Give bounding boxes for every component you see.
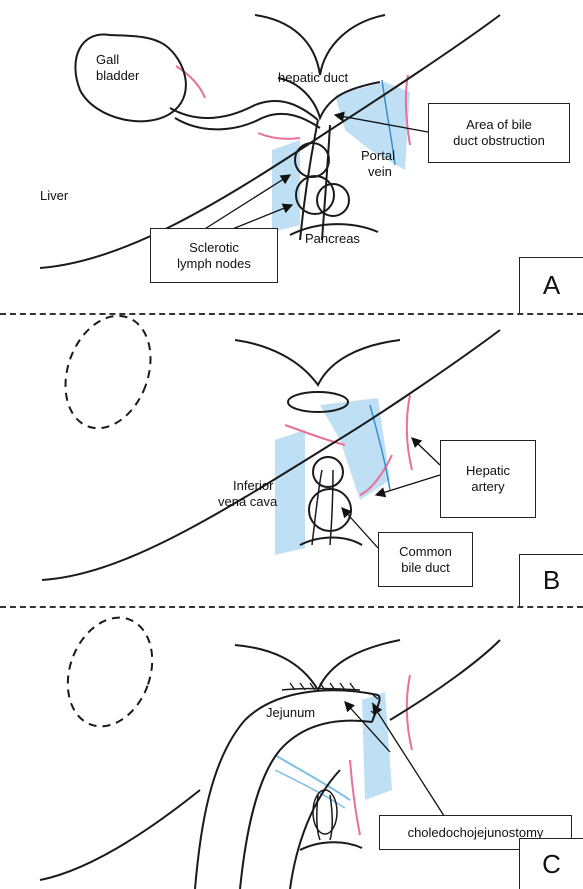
callout-lymph-nodes: Sclerotic lymph nodes — [150, 228, 278, 283]
cystic-duct-a — [170, 101, 318, 120]
callout-lymph-line2: lymph nodes — [177, 256, 251, 272]
callout-common-bile-duct: Common bile duct — [378, 532, 473, 587]
panel-divider-1 — [0, 313, 583, 315]
callout-lymph-line1: Sclerotic — [189, 240, 239, 256]
duct-stump-b — [288, 392, 348, 412]
callout-obstruction-line1: Area of bile — [466, 117, 532, 133]
label-liver: Liver — [40, 188, 68, 204]
label-vena-cava: vena cava — [218, 494, 277, 510]
removed-gall-bladder-c — [53, 606, 166, 739]
ivc-shading-b — [275, 430, 305, 555]
artery-pink-b1 — [407, 395, 412, 470]
hepatic-hilum-b — [235, 340, 400, 385]
label-jejunum: Jejunum — [266, 705, 315, 721]
node-b1 — [313, 457, 343, 487]
callout-cbd-line1: Common — [399, 544, 452, 560]
callout-hepatic-artery: Hepatic artery — [440, 440, 536, 518]
vein-blue-c1 — [275, 755, 350, 800]
panel-letter-b: B — [519, 554, 583, 606]
label-inferior: Inferior — [233, 478, 273, 494]
callout-cbd-line2: bile duct — [401, 560, 449, 576]
artery-pink-a3 — [258, 133, 300, 139]
hepatic-hilum-c — [235, 640, 400, 690]
label-gall: Gall — [96, 52, 119, 68]
artery-pink-a1 — [176, 66, 205, 98]
cbd-b2 — [330, 470, 333, 545]
jejunum-loop-inner — [240, 721, 372, 889]
label-bladder: bladder — [96, 68, 139, 84]
label-vein: vein — [368, 164, 392, 180]
arrow-cbd — [342, 508, 378, 548]
arrow-artery-1 — [412, 438, 440, 465]
removed-gall-bladder-b — [51, 304, 166, 440]
panel-divider-2 — [0, 606, 583, 608]
pancreas-curve-c — [300, 842, 362, 850]
callout-artery-line2: artery — [471, 479, 504, 495]
hepatic-hilum-a — [255, 15, 385, 75]
lymph-node-2 — [296, 176, 334, 214]
label-pancreas: Pancreas — [305, 231, 360, 247]
artery-pink-c2 — [350, 760, 360, 835]
callout-obstruction: Area of bile duct obstruction — [428, 103, 570, 163]
node-b2 — [309, 489, 351, 531]
callout-obstruction-line2: duct obstruction — [453, 133, 545, 149]
label-hepatic-duct: hepatic duct — [278, 70, 348, 86]
panel-letter-c: C — [519, 838, 583, 889]
cystic-duct-a2 — [175, 114, 320, 130]
panel-letter-a: A — [519, 257, 583, 313]
label-portal: Portal — [361, 148, 395, 164]
liver-lower-edge-c — [40, 790, 200, 880]
artery-pink-c1 — [407, 675, 412, 750]
callout-artery-line1: Hepatic — [466, 463, 510, 479]
